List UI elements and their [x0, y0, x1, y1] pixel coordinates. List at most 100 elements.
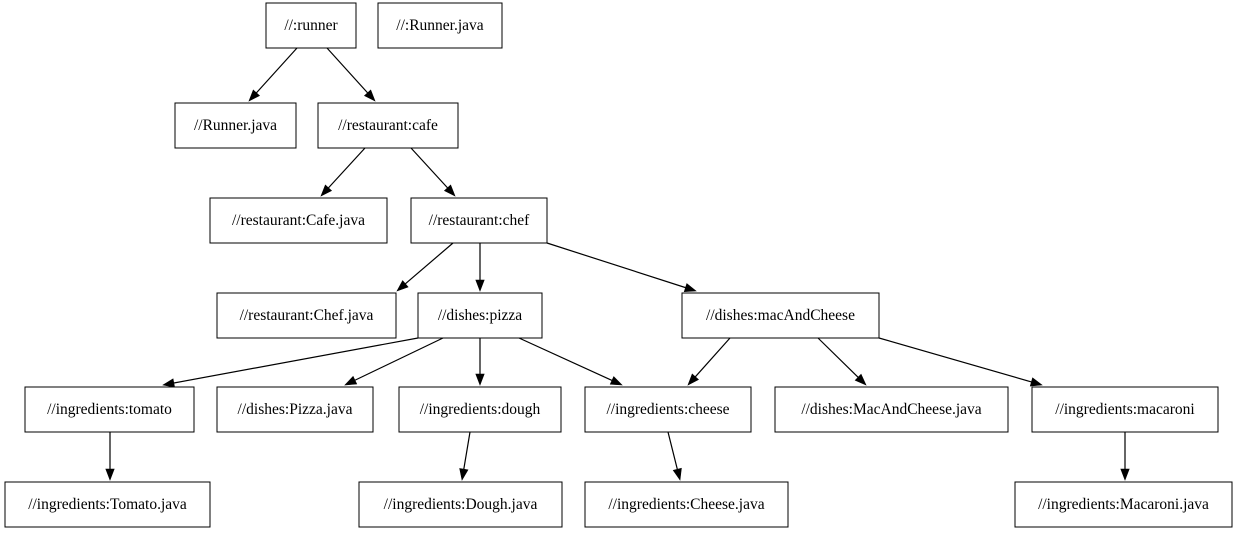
- node-label: //restaurant:cafe: [338, 117, 438, 134]
- node-box[interactable]: [1031, 386, 1219, 433]
- node-label: //dishes:MacAndCheese.java: [801, 401, 981, 418]
- node-box[interactable]: [216, 292, 397, 339]
- graph-node-ingredients_dough[interactable]: //ingredients:dough: [398, 386, 562, 433]
- node-box[interactable]: [1014, 481, 1233, 528]
- graph-edge: [105, 432, 115, 481]
- graph-edge: [410, 147, 456, 197]
- edges-layer: [105, 47, 1130, 481]
- arrowhead-icon: [363, 89, 376, 102]
- graph-edge: [687, 337, 731, 386]
- node-box[interactable]: [398, 386, 562, 433]
- arrowhead-icon: [105, 468, 115, 481]
- node-box[interactable]: [681, 292, 880, 339]
- graph-edge: [162, 337, 419, 388]
- graph-node-ingredients_tomato[interactable]: //ingredients:tomato: [24, 386, 195, 433]
- edge-line: [518, 337, 613, 381]
- graph-node-root_runner_java[interactable]: //:Runner.java: [377, 2, 503, 49]
- graph-edge: [878, 337, 1043, 387]
- graph-edge: [475, 243, 485, 292]
- arrowhead-icon: [854, 373, 867, 386]
- node-label: //:runner: [284, 17, 338, 34]
- node-box[interactable]: [774, 386, 1009, 433]
- edge-line: [817, 337, 859, 378]
- node-label: //ingredients:dough: [420, 401, 541, 418]
- graph-node-runner[interactable]: //:runner: [265, 2, 357, 49]
- graph-edge: [518, 337, 623, 386]
- graph-edge: [344, 337, 444, 386]
- node-box[interactable]: [358, 481, 563, 528]
- edge-line: [546, 242, 686, 289]
- node-box[interactable]: [265, 2, 357, 49]
- nodes-layer: //:runner //:Runner.java //Runner.java //re…: [4, 2, 1233, 528]
- graph-edge: [475, 338, 485, 386]
- graph-node-ingredients_cheese[interactable]: //ingredients:cheese: [584, 386, 752, 433]
- edge-line: [354, 337, 444, 381]
- graph-node-restaurant_cafe[interactable]: //restaurant:cafe: [317, 102, 459, 149]
- node-label: //ingredients:Cheese.java: [608, 496, 764, 513]
- graph-edge: [817, 337, 867, 386]
- graph-node-dough_java[interactable]: //ingredients:Dough.java: [358, 481, 563, 528]
- graph-node-dishes_macandcheese[interactable]: //dishes:macAndCheese: [681, 292, 880, 339]
- node-box[interactable]: [4, 481, 211, 528]
- node-box[interactable]: [584, 481, 789, 528]
- graph-node-restaurant_chef_java[interactable]: //restaurant:Chef.java: [216, 292, 397, 339]
- edge-line: [173, 337, 419, 384]
- node-label: //ingredients:Dough.java: [384, 496, 538, 513]
- graph-node-dishes_pizza[interactable]: //dishes:pizza: [417, 292, 543, 339]
- node-label: //Runner.java: [194, 117, 277, 134]
- graph-edge: [667, 431, 682, 481]
- node-label: //dishes:Pizza.java: [238, 401, 353, 418]
- arrowhead-icon: [1120, 468, 1130, 481]
- arrowhead-icon: [320, 184, 333, 197]
- node-box[interactable]: [174, 102, 297, 149]
- arrowhead-icon: [248, 89, 261, 102]
- graph-edge: [396, 242, 454, 292]
- graph-node-restaurant_cafe_java[interactable]: //restaurant:Cafe.java: [209, 197, 388, 244]
- node-box[interactable]: [377, 2, 503, 49]
- node-box[interactable]: [417, 292, 543, 339]
- node-label: //restaurant:chef: [429, 212, 531, 229]
- arrowhead-icon: [683, 283, 697, 292]
- arrowhead-icon: [1029, 377, 1043, 387]
- node-label: //dishes:pizza: [438, 307, 522, 324]
- node-label: //restaurant:Chef.java: [240, 307, 374, 324]
- node-label: //ingredients:Tomato.java: [28, 496, 187, 513]
- edge-line: [410, 147, 449, 189]
- arrowhead-icon: [475, 373, 485, 386]
- graph-node-runner_java[interactable]: //Runner.java: [174, 102, 297, 149]
- node-box[interactable]: [24, 386, 195, 433]
- node-label: //:Runner.java: [396, 17, 484, 34]
- graph-node-dishes_mac_java[interactable]: //dishes:MacAndCheese.java: [774, 386, 1009, 433]
- edge-line: [255, 47, 298, 94]
- arrowhead-icon: [459, 468, 469, 481]
- graph-node-ingredients_macaroni[interactable]: //ingredients:macaroni: [1031, 386, 1219, 433]
- arrowhead-icon: [162, 378, 175, 388]
- edge-line: [404, 242, 454, 285]
- node-box[interactable]: [410, 197, 548, 244]
- graph-node-tomato_java[interactable]: //ingredients:Tomato.java: [4, 481, 211, 528]
- node-label: //ingredients:macaroni: [1055, 401, 1195, 418]
- node-box[interactable]: [584, 386, 752, 433]
- arrowhead-icon: [396, 280, 409, 292]
- node-label: //ingredients:cheese: [606, 401, 729, 418]
- node-box[interactable]: [209, 197, 388, 244]
- graph-edge: [459, 431, 471, 481]
- arrowhead-icon: [443, 184, 456, 197]
- graph-edge: [248, 47, 298, 102]
- edge-line: [694, 337, 731, 378]
- node-label: //dishes:macAndCheese: [706, 307, 855, 324]
- arrowhead-icon: [672, 467, 682, 481]
- graph-node-restaurant_chef[interactable]: //restaurant:chef: [410, 197, 548, 244]
- graph-node-macaroni_java[interactable]: //ingredients:Macaroni.java: [1014, 481, 1233, 528]
- node-box[interactable]: [216, 386, 374, 433]
- node-box[interactable]: [317, 102, 459, 149]
- graph-edge: [320, 147, 366, 197]
- edge-line: [327, 147, 366, 189]
- edge-line: [463, 431, 471, 470]
- graph-node-cheese_java[interactable]: //ingredients:Cheese.java: [584, 481, 789, 528]
- graph-node-dishes_pizza_java[interactable]: //dishes:Pizza.java: [216, 386, 374, 433]
- node-label: //ingredients:Macaroni.java: [1038, 496, 1209, 513]
- edge-line: [326, 47, 369, 94]
